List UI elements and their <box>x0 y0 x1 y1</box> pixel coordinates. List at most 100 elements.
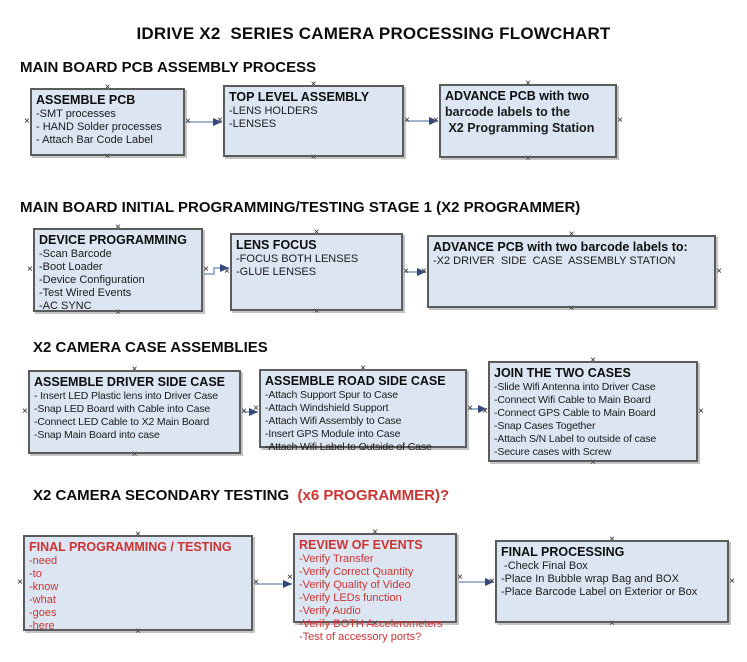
box-item: -Insert GPS Module into Case <box>265 428 401 440</box>
box-item: -Verify Correct Quantity <box>299 566 414 578</box>
box-item: -here <box>29 620 55 632</box>
section-header-programmer-note: (x6 PROGRAMMER)? <box>289 487 450 504</box>
page-title: IDRIVE X2 SERIES CAMERA PROCESSING FLOWC… <box>136 24 611 43</box>
connection-point-marker: × <box>421 265 427 277</box>
box-title: ASSEMBLE PCB <box>36 93 136 107</box>
box-advance-pcb-programming-station: × × × × ADVANCE PCB with two barcode lab… <box>433 79 623 164</box>
connection-point-marker: × <box>241 406 247 417</box>
connection-point-marker: × <box>224 266 230 277</box>
box-item: - Attach Bar Code Label <box>36 134 153 146</box>
box-title: ADVANCE PCB with two <box>445 89 590 103</box>
box-item: -Verify LEDs function <box>299 592 402 604</box>
section-header-secondary-testing-black: X2 CAMERA SECONDARY TESTING <box>33 487 290 504</box>
box-item: -what <box>29 594 56 606</box>
box-item: -Verify Audio <box>299 605 361 617</box>
box-item: -need <box>29 555 58 567</box>
connection-point-marker: × <box>525 78 531 89</box>
box-item: -Connect Wifi Cable to Main Board <box>494 394 651 406</box>
box-title: TOP LEVEL ASSEMBLY <box>229 90 370 104</box>
box-title: REVIEW OF EVENTS <box>299 538 423 552</box>
connection-point-marker: × <box>313 227 320 238</box>
connection-point-marker: × <box>404 115 410 126</box>
connection-point-marker: × <box>482 405 488 417</box>
connection-point-marker: × <box>104 82 111 93</box>
box-item: -LENSES <box>229 118 277 130</box>
connection-point-marker: × <box>115 307 121 318</box>
connection-point-marker: × <box>287 572 293 583</box>
box-item: -FOCUS BOTH LENSES <box>236 253 359 265</box>
connection-point-marker: × <box>17 577 23 588</box>
box-item: -Connect GPS Cable to Main Board <box>494 407 656 419</box>
box-assemble-driver-side-case: × × × × ASSEMBLE DRIVER SIDE CASE - Inse… <box>22 365 247 460</box>
box-title: FINAL PROCESSING <box>501 545 625 559</box>
connection-point-marker: × <box>313 306 320 317</box>
box-item: -Attach Support Spur to Case <box>265 389 398 401</box>
box-item: barcode labels to the <box>445 105 571 119</box>
box-title: DEVICE PROGRAMMING <box>39 233 187 247</box>
box-final-programming-testing: × × × × FINAL PROGRAMMING / TESTING -nee… <box>17 530 259 637</box>
box-item: -Verify Quality of Video <box>299 579 411 591</box>
box-device-programming: × × × × DEVICE PROGRAMMING -Scan Barcode… <box>27 223 209 318</box>
connection-point-marker: × <box>135 626 141 637</box>
box-advance-pcb-driver-side-station: × × × × ADVANCE PCB with two barcode lab… <box>421 230 722 314</box>
connection-point-marker: × <box>467 402 473 414</box>
box-assemble-road-side-case: × × × × ASSEMBLE ROAD SIDE CASE -Attach … <box>253 364 473 454</box>
box-item: -Snap LED Board with Cable into Case <box>34 403 211 415</box>
box-item: -goes <box>29 607 57 619</box>
box-item: -X2 DRIVER SIDE CASE ASSEMBLY STATION <box>433 255 676 267</box>
box-assemble-pcb: × × × × ASSEMBLE PCB -SMT processes - HA… <box>24 83 191 162</box>
connection-point-marker: × <box>372 618 378 629</box>
box-item: -to <box>29 568 42 580</box>
connection-point-marker: × <box>617 115 623 126</box>
connection-point-marker: × <box>590 457 596 468</box>
box-item: -Attach Windshield Support <box>265 402 389 414</box>
box-item: -Snap Cases Together <box>494 420 596 432</box>
box-title: JOIN THE TWO CASES <box>494 366 631 380</box>
box-item: -Place Barcode Label on Exterior or Box <box>501 586 698 598</box>
connection-point-marker: × <box>489 575 495 587</box>
section-header-initial-programming: MAIN BOARD INITIAL PROGRAMMING/TESTING S… <box>20 199 581 216</box>
connection-point-marker: × <box>310 152 317 163</box>
box-review-of-events: × × × × REVIEW OF EVENTS -Verify Transfe… <box>287 528 463 644</box>
box-item: -Secure cases with Screw <box>494 446 612 458</box>
box-title: FINAL PROGRAMMING / TESTING <box>29 540 232 554</box>
connection-point-marker: × <box>131 449 138 460</box>
box-title: ASSEMBLE ROAD SIDE CASE <box>265 374 446 388</box>
box-top-level-assembly: × × × × TOP LEVEL ASSEMBLY -LENS HOLDERS… <box>217 80 410 163</box>
connection-point-marker: × <box>22 406 28 417</box>
connection-point-marker: × <box>131 364 138 375</box>
box-item: - HAND Solder processes <box>36 121 162 133</box>
box-lens-focus: × × × × LENS FOCUS -FOCUS BOTH LENSES -G… <box>224 228 409 317</box>
connection-point-marker: × <box>253 577 259 588</box>
box-final-processing: × × × × FINAL PROCESSING -Check Final Bo… <box>489 535 735 629</box>
box-item: -Boot Loader <box>39 261 103 273</box>
connection-point-marker: × <box>568 303 575 314</box>
box-item: -Attach Wifi Assembly to Case <box>265 415 402 427</box>
box-item: -Slide Wifi Antenna into Driver Case <box>494 381 656 393</box>
connection-point-marker: × <box>104 151 111 162</box>
box-join-the-two-cases: × × × × JOIN THE TWO CASES -Slide Wifi A… <box>482 356 704 468</box>
box-item: -GLUE LENSES <box>236 266 317 278</box>
box-item: -Check Final Box <box>501 560 588 572</box>
box-item: -Snap Main Board into case <box>34 429 160 441</box>
box-item: -Test Wired Events <box>39 287 132 299</box>
connection-point-marker: × <box>372 527 378 538</box>
connection-point-marker: × <box>698 405 704 417</box>
box-item: -Connect LED Cable to X2 Main Board <box>34 416 210 428</box>
box-title: LENS FOCUS <box>236 238 317 252</box>
connection-point-marker: × <box>27 264 33 275</box>
connection-point-marker: × <box>24 116 30 127</box>
section-header-case-assemblies: X2 CAMERA CASE ASSEMBLIES <box>33 339 268 356</box>
box-item: -Verify BOTH Accelerometers <box>299 618 443 630</box>
box-item: -Place In Bubble wrap Bag and BOX <box>501 573 679 585</box>
connection-point-marker: × <box>716 265 722 277</box>
box-item: -Scan Barcode <box>39 248 112 260</box>
connection-point-marker: × <box>360 443 366 454</box>
connection-point-marker: × <box>360 363 366 374</box>
connection-point-marker: × <box>609 618 615 629</box>
section-header-pcb-assembly: MAIN BOARD PCB ASSEMBLY PROCESS <box>20 59 317 76</box>
connection-point-marker: × <box>217 115 223 126</box>
connection-point-marker: × <box>525 153 531 164</box>
connection-point-marker: × <box>115 222 121 233</box>
